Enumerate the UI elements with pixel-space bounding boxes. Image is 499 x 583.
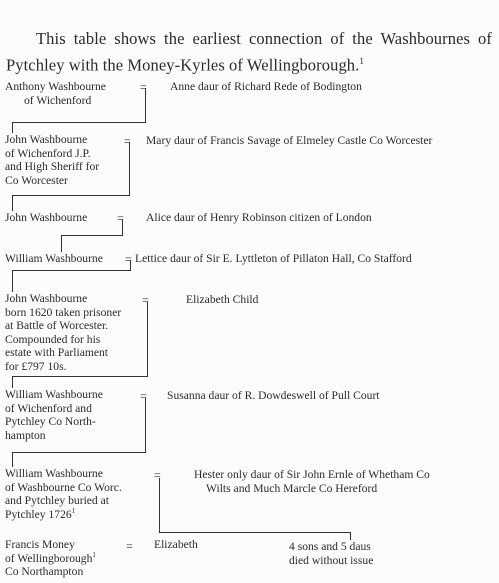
descent-line-3-drop [61,235,62,252]
final-spouse-line2: of Wellingborough1 [5,550,96,566]
descent-line-7-bar [159,532,350,533]
gen3-marriage-sign: = [117,211,124,225]
gen7-husband-line2: of Washbourne Co Worc. [5,480,122,494]
final-spouse-footnote: 1 [92,550,96,559]
gen3-wife-line1: Alice daur of Henry Robinson citizen of … [146,211,372,224]
gen7-husband-line1: William Washbourne [5,467,103,480]
final-spouse-line1: Francis Money [5,538,75,551]
final-daughter: Elizabeth [154,538,198,552]
gen1-marriage-sign: = [140,80,147,94]
descent-line-5 [147,302,148,376]
gen6-wife-line1: Susanna daur of R. Dowdeswell of Pull Co… [167,389,380,402]
gen5-husband-line3: at Battle of Worcester. [5,319,109,332]
gen5-wife: Elizabeth Child [186,293,258,307]
gen7-husband-footnote: 1 [71,506,76,515]
gen6-husband: William Washbourne of Wichenford and Pyt… [5,388,133,442]
gen7-wife: Hester only daur of Sir John Ernle of Wh… [194,468,430,495]
gen6-wife: Susanna daur of R. Dowdeswell of Pull Co… [167,389,380,403]
descent-line-7-drop [350,532,351,540]
descent-line-1 [145,88,146,122]
final-spouse: Francis Money of Wellingborough1 Co Nort… [5,538,96,579]
final-spouse-line3: Co Northampton [5,565,84,578]
descent-line-3 [122,219,123,235]
gen2-husband: John Washbourne of Wichenford J.P. and H… [5,133,99,187]
gen6-husband-line1: William Washbourne [5,388,103,401]
descent-line-5-bar [12,376,148,377]
descent-line-2 [129,142,130,195]
gen2-wife-line1: Mary daur of Francis Savage of Elmeley C… [146,134,433,147]
descent-line-1-bar [12,122,146,123]
gen7-wife-line2: Wilts and Much Marcle Co Hereford [206,481,378,495]
gen6-husband-line3: Pytchley Co North- [5,415,96,428]
gen1-husband: Anthony Washbourne of Wichenford [5,80,106,107]
gen7-husband: William Washbourne of Washbourne Co Worc… [5,467,153,521]
gen3-husband-line1: John Washbourne [5,211,88,224]
gen5-husband-line5: estate with Parliament [5,346,109,359]
descent-line-4-drop [12,270,13,292]
final-spouse-line2-text: of Wellingborough [5,551,93,565]
descent-line-3-bar [61,235,123,236]
gen7-husband-line4: Pytchley 17261 [5,506,153,522]
gen5-husband-line6: for £797 10s. [5,359,67,373]
gen6-husband-line2: of Wichenford and [5,401,92,415]
final-siblings-line1: 4 sons and 5 daus [289,540,371,553]
gen5-husband-line4: Compounded for his [5,332,101,346]
gen5-marriage-sign: = [142,293,149,307]
descent-line-2-bar [12,195,130,196]
gen7-husband-line4-text: Pytchley 1726 [5,507,72,521]
intro-footnote-mark: 1 [359,55,364,66]
descent-line-4 [130,260,131,270]
intro-paragraph: This table shows the earliest connection… [6,28,492,77]
gen2-husband-line2: of Wichenford J.P. [5,146,91,160]
gen5-wife-line1: Elizabeth Child [186,293,259,306]
descent-line-4-bar [12,270,131,271]
final-marriage-sign: = [126,539,133,553]
gen1-wife-line1: Anne daur of Richard Rede of Bodington [170,80,362,93]
gen4-husband-line1: William Washbourne [5,252,103,265]
gen2-marriage-sign: = [124,134,131,148]
descent-line-6 [145,398,146,452]
gen7-marriage-sign: = [154,468,161,482]
gen4-wife: Lettice daur of Sir E. Lyttleton of Pill… [135,252,412,266]
gen5-husband: John Washbourne born 1620 taken prisoner… [5,292,143,373]
gen2-husband-line4: Co Worcester [5,173,68,187]
gen4-marriage-sign: = [125,252,132,266]
descent-line-6-drop [12,452,13,467]
gen1-husband-line2: of Wichenford [24,93,92,107]
final-siblings: 4 sons and 5 daus died without issue [289,540,373,567]
gen6-marriage-sign: = [140,389,147,403]
gen4-husband: William Washbourne [5,252,103,266]
gen1-husband-line1: Anthony Washbourne [5,80,106,93]
gen3-husband: John Washbourne [5,211,87,225]
intro-text: This table shows the earliest connection… [6,28,492,75]
gen5-husband-line2: born 1620 taken prisoner [5,305,122,319]
gen7-husband-line3: and Pytchley buried at [5,494,109,507]
gen6-husband-line4: hampton [5,428,46,442]
gen1-wife: Anne daur of Richard Rede of Bodington [170,80,362,94]
gen3-wife: Alice daur of Henry Robinson citizen of … [146,211,372,225]
final-daughter-name: Elizabeth [154,538,198,551]
final-siblings-line2: died without issue [289,553,374,567]
descent-line-7 [159,478,160,532]
gen7-wife-line1: Hester only daur of Sir John Ernle of Wh… [194,468,430,481]
descent-line-2-drop [12,195,13,211]
gen5-husband-line1: John Washbourne [5,292,88,305]
gen2-husband-line1: John Washbourne [5,133,88,146]
gen2-husband-line3: and High Sheriff for [5,160,100,173]
descent-line-1-drop [12,122,13,133]
gen2-wife: Mary daur of Francis Savage of Elmeley C… [146,134,432,148]
descent-line-5-drop [12,376,13,388]
gen4-wife-line1: Lettice daur of Sir E. Lyttleton of Pill… [135,252,412,265]
descent-line-6-bar [12,452,146,453]
